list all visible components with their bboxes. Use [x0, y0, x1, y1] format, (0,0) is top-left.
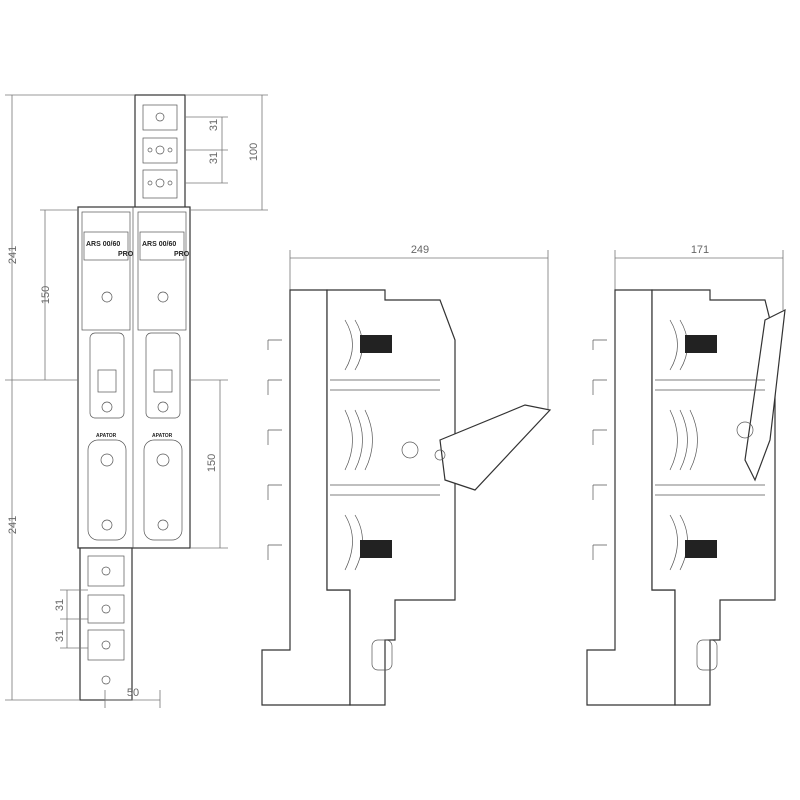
dim-terminal-height: 100 [248, 143, 260, 161]
dim-depth-open: 249 [411, 244, 429, 256]
dim-pitch-bottom-1: 31 [54, 599, 66, 611]
side-view-open: 249 [261, 244, 552, 706]
front-view: ARS 00/60 PRO ARS 00/60 PRO APATOR APATO… [77, 94, 191, 701]
side-view-closed: 171 [586, 244, 786, 706]
module-sub-right: PRO [174, 251, 190, 258]
dim-overall-top: 241 [7, 246, 19, 264]
brand-right: APATOR [152, 433, 173, 439]
dim-bottom-height: 150 [206, 454, 218, 472]
top-terminal [134, 94, 186, 211]
dim-top-height: 150 [40, 286, 52, 304]
dim-overall-bottom: 241 [7, 516, 19, 534]
module-sub-left: PRO [118, 251, 134, 258]
dim-depth-closed: 171 [691, 244, 709, 256]
dim-pitch-top-2: 31 [208, 152, 220, 164]
front-dimensions: 241 241 150 150 100 31 31 31 31 50 [5, 94, 268, 708]
module-label-right: ARS 00/60 [142, 241, 176, 248]
brand-left: APATOR [96, 433, 117, 439]
dim-pitch-bottom-2: 31 [54, 630, 66, 642]
bottom-terminal [79, 547, 133, 701]
dim-width: 50 [127, 687, 139, 699]
module-label-left: ARS 00/60 [86, 241, 120, 248]
fuse-base [77, 206, 191, 549]
dim-pitch-top-1: 31 [208, 119, 220, 131]
